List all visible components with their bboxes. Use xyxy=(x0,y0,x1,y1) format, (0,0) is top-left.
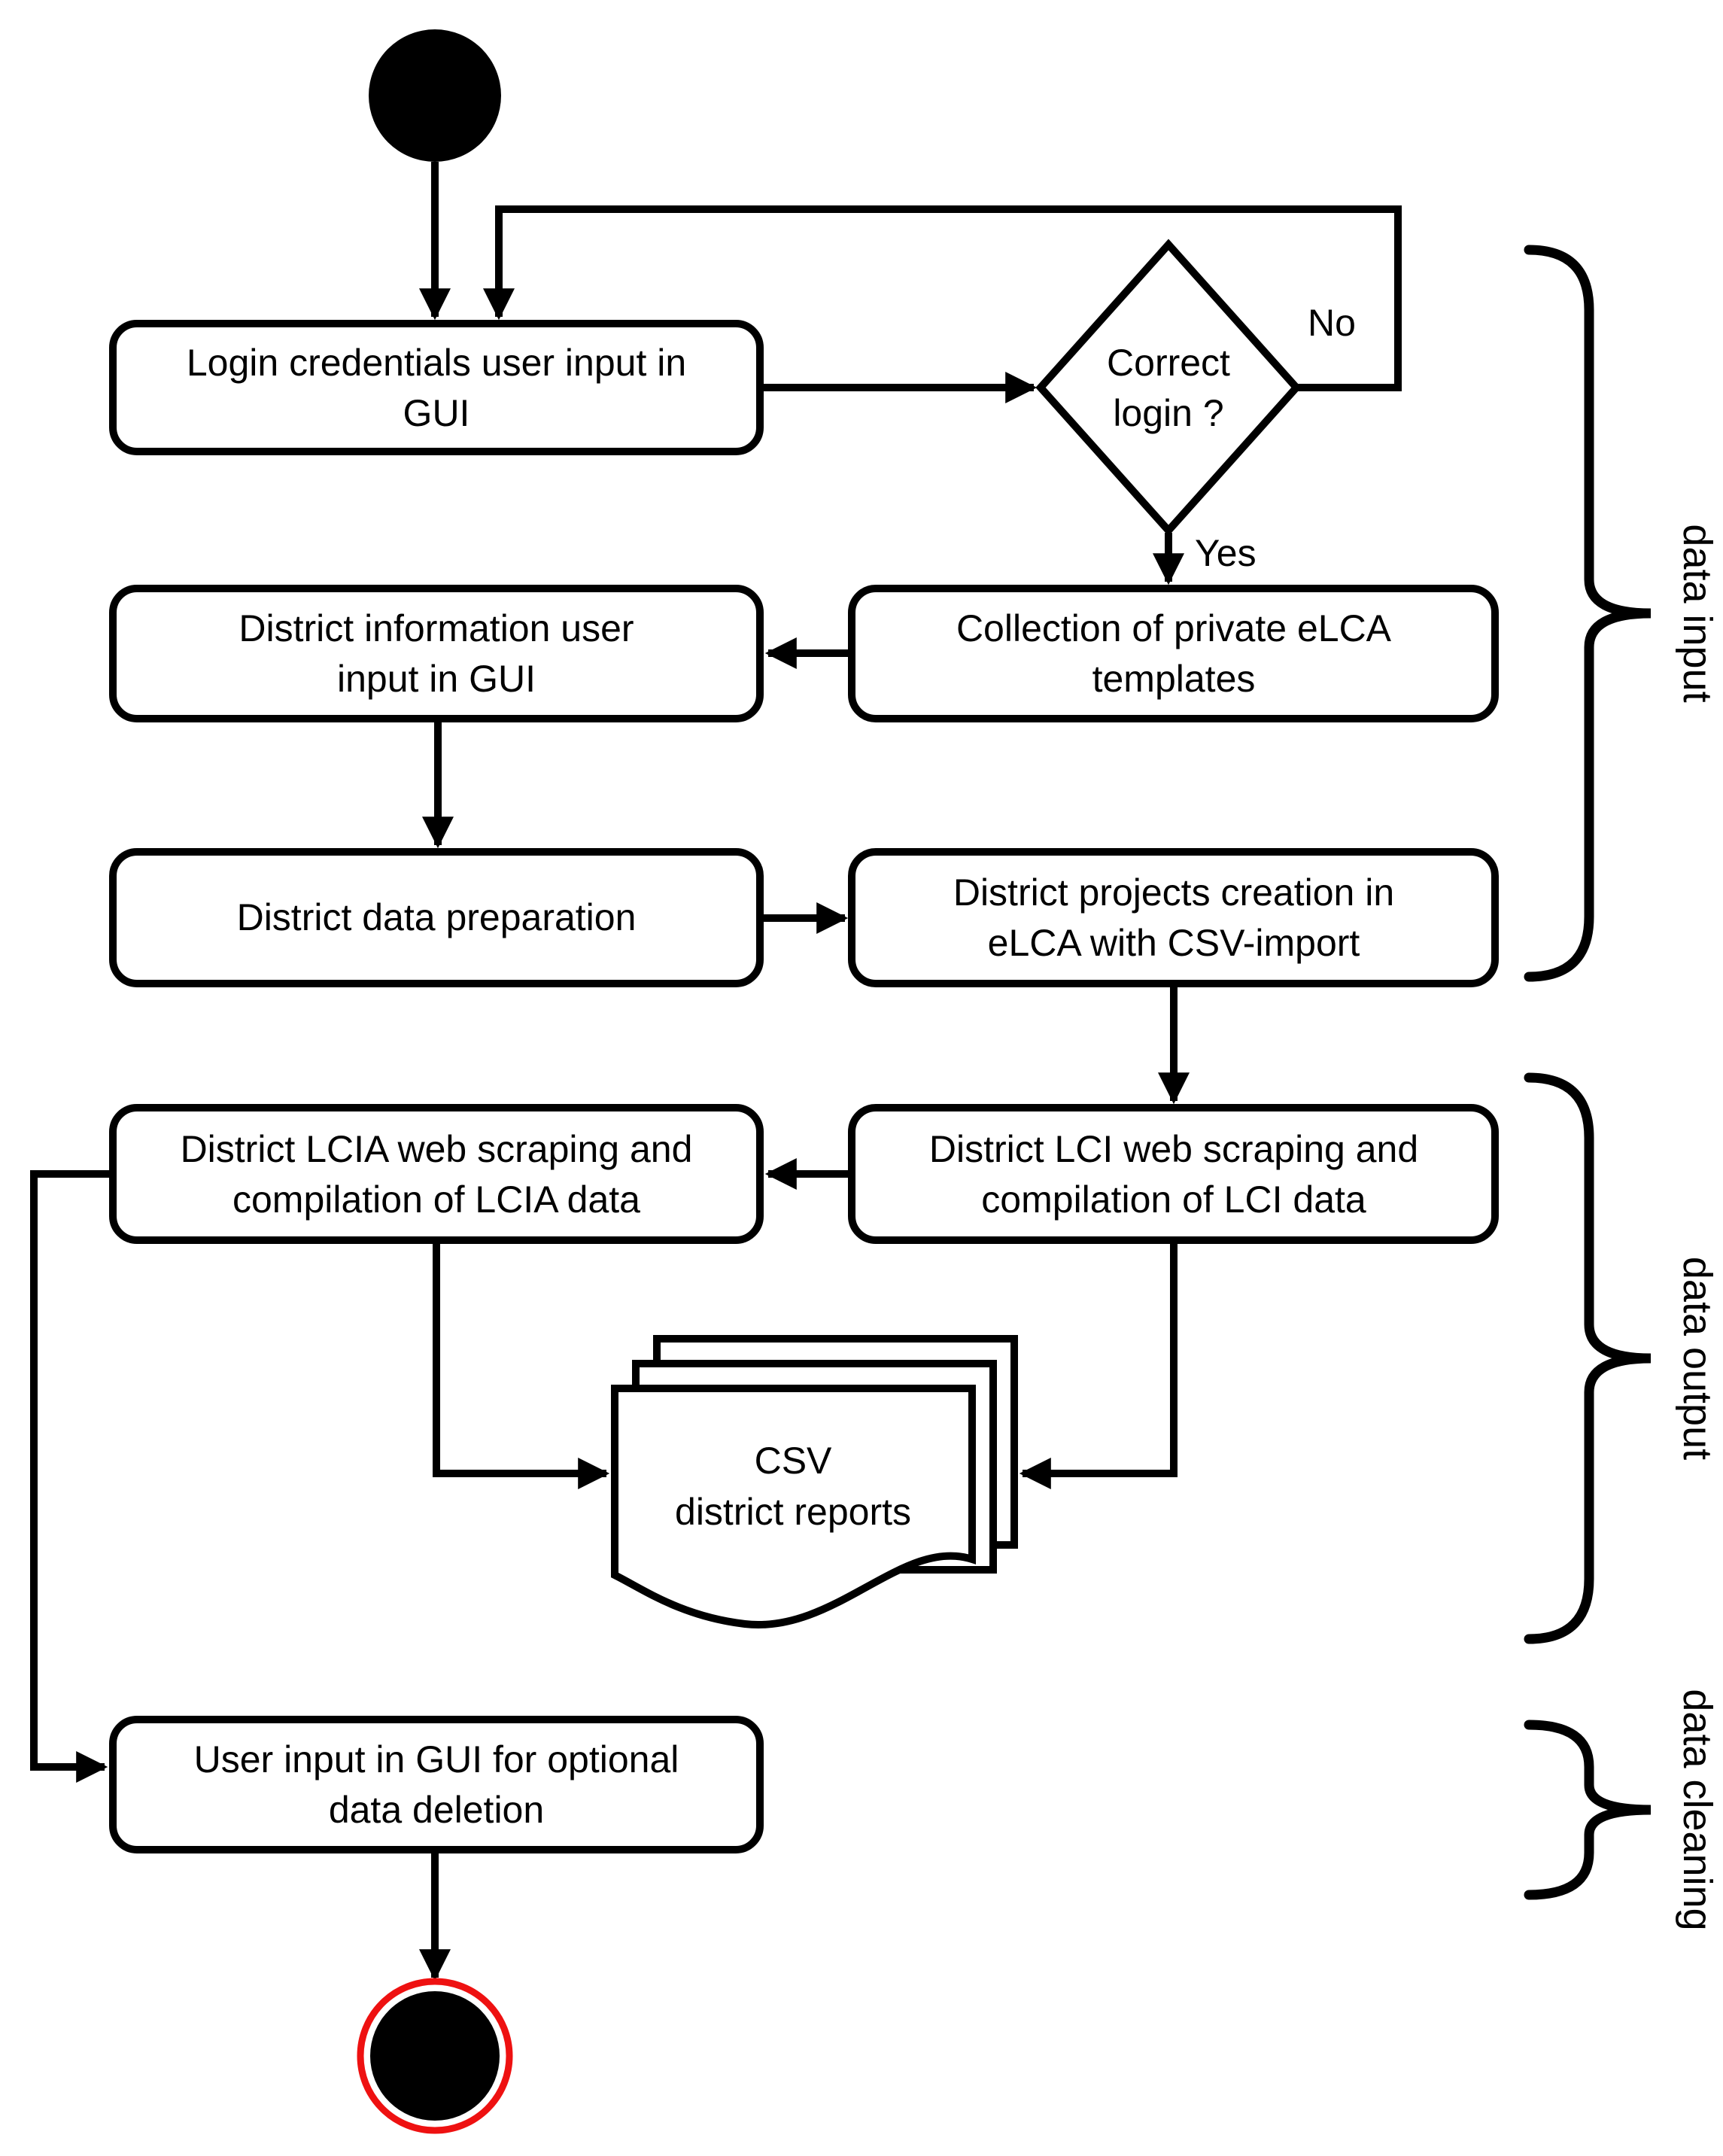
end-node-red-ring xyxy=(357,1978,513,2134)
lci-box xyxy=(848,1104,1499,1244)
start-node xyxy=(369,29,501,162)
node-projects: District projects creation in eLCA with … xyxy=(848,848,1499,987)
node-csv-docs: CSV district reports xyxy=(611,1335,1018,1629)
collection-text-line2: templates xyxy=(1092,658,1256,700)
district-info-box xyxy=(109,585,764,722)
projects-text-line1: District projects creation in xyxy=(953,871,1394,914)
lci-text-line1: District LCI web scraping and xyxy=(929,1128,1418,1170)
login-text-line1: Login credentials user input in xyxy=(187,342,686,384)
csv-docs-page-front xyxy=(611,1385,976,1629)
node-login: Login credentials user input in GUI xyxy=(109,320,764,455)
node-data-prep: District data preparation xyxy=(109,848,764,987)
lcia-box xyxy=(109,1104,764,1244)
edges xyxy=(30,162,1402,1981)
lcia-text-line1: District LCIA web scraping and xyxy=(181,1128,693,1170)
end-node-circle xyxy=(370,1991,500,2121)
data-output-label: data output xyxy=(1675,1257,1720,1460)
csv-docs-text-line1: CSV xyxy=(755,1440,832,1482)
data-prep-text: District data preparation xyxy=(237,896,637,938)
edge-lci-to-docs xyxy=(1019,1242,1178,1489)
node-decision: Correct login ? No Yes xyxy=(1035,239,1356,574)
district-info-text-line2: input in GUI xyxy=(337,658,536,700)
login-text-line2: GUI xyxy=(403,392,470,434)
district-info-text-line1: District information user xyxy=(239,607,634,649)
csv-docs-text-line2: district reports xyxy=(675,1491,911,1533)
projects-text-line2: eLCA with CSV-import xyxy=(988,922,1360,964)
start-node-circle xyxy=(369,29,501,162)
decision-text-line2: login ? xyxy=(1113,392,1223,434)
group-data-input: data input xyxy=(1524,245,1720,982)
data-output-brace xyxy=(1524,1072,1652,1644)
collection-box xyxy=(848,585,1499,722)
label-yes: Yes xyxy=(1195,532,1257,574)
data-input-brace xyxy=(1524,245,1652,982)
edge-lcia-to-deletion xyxy=(30,1170,114,1783)
data-cleaning-label: data cleaning xyxy=(1675,1689,1720,1930)
decision-diamond xyxy=(1035,239,1302,537)
decision-text-line1: Correct xyxy=(1107,342,1230,384)
lci-text-line2: compilation of LCI data xyxy=(981,1178,1366,1221)
node-collection: Collection of private eLCA templates xyxy=(848,585,1499,722)
group-data-output: data output xyxy=(1524,1072,1720,1644)
projects-box xyxy=(848,848,1499,987)
node-district-info: District information user input in GUI xyxy=(109,585,764,722)
edge-no-loop xyxy=(483,205,1402,391)
collection-text-line1: Collection of private eLCA xyxy=(956,607,1392,649)
deletion-box xyxy=(109,1716,764,1853)
deletion-text-line1: User input in GUI for optional xyxy=(194,1738,679,1780)
deletion-text-line2: data deletion xyxy=(329,1789,544,1831)
node-lcia: District LCIA web scraping and compilati… xyxy=(109,1104,764,1244)
group-data-cleaning: data cleaning xyxy=(1524,1689,1720,1931)
data-prep-box xyxy=(109,848,764,987)
login-box xyxy=(109,320,764,455)
node-deletion: User input in GUI for optional data dele… xyxy=(109,1716,764,1853)
label-no: No xyxy=(1308,302,1356,344)
data-cleaning-brace xyxy=(1524,1720,1652,1900)
edge-lcia-to-docs xyxy=(433,1242,610,1489)
end-node xyxy=(357,1978,513,2134)
node-lci: District LCI web scraping and compilatio… xyxy=(848,1104,1499,1244)
lcia-text-line2: compilation of LCIA data xyxy=(232,1178,640,1221)
data-input-label: data input xyxy=(1675,524,1720,702)
